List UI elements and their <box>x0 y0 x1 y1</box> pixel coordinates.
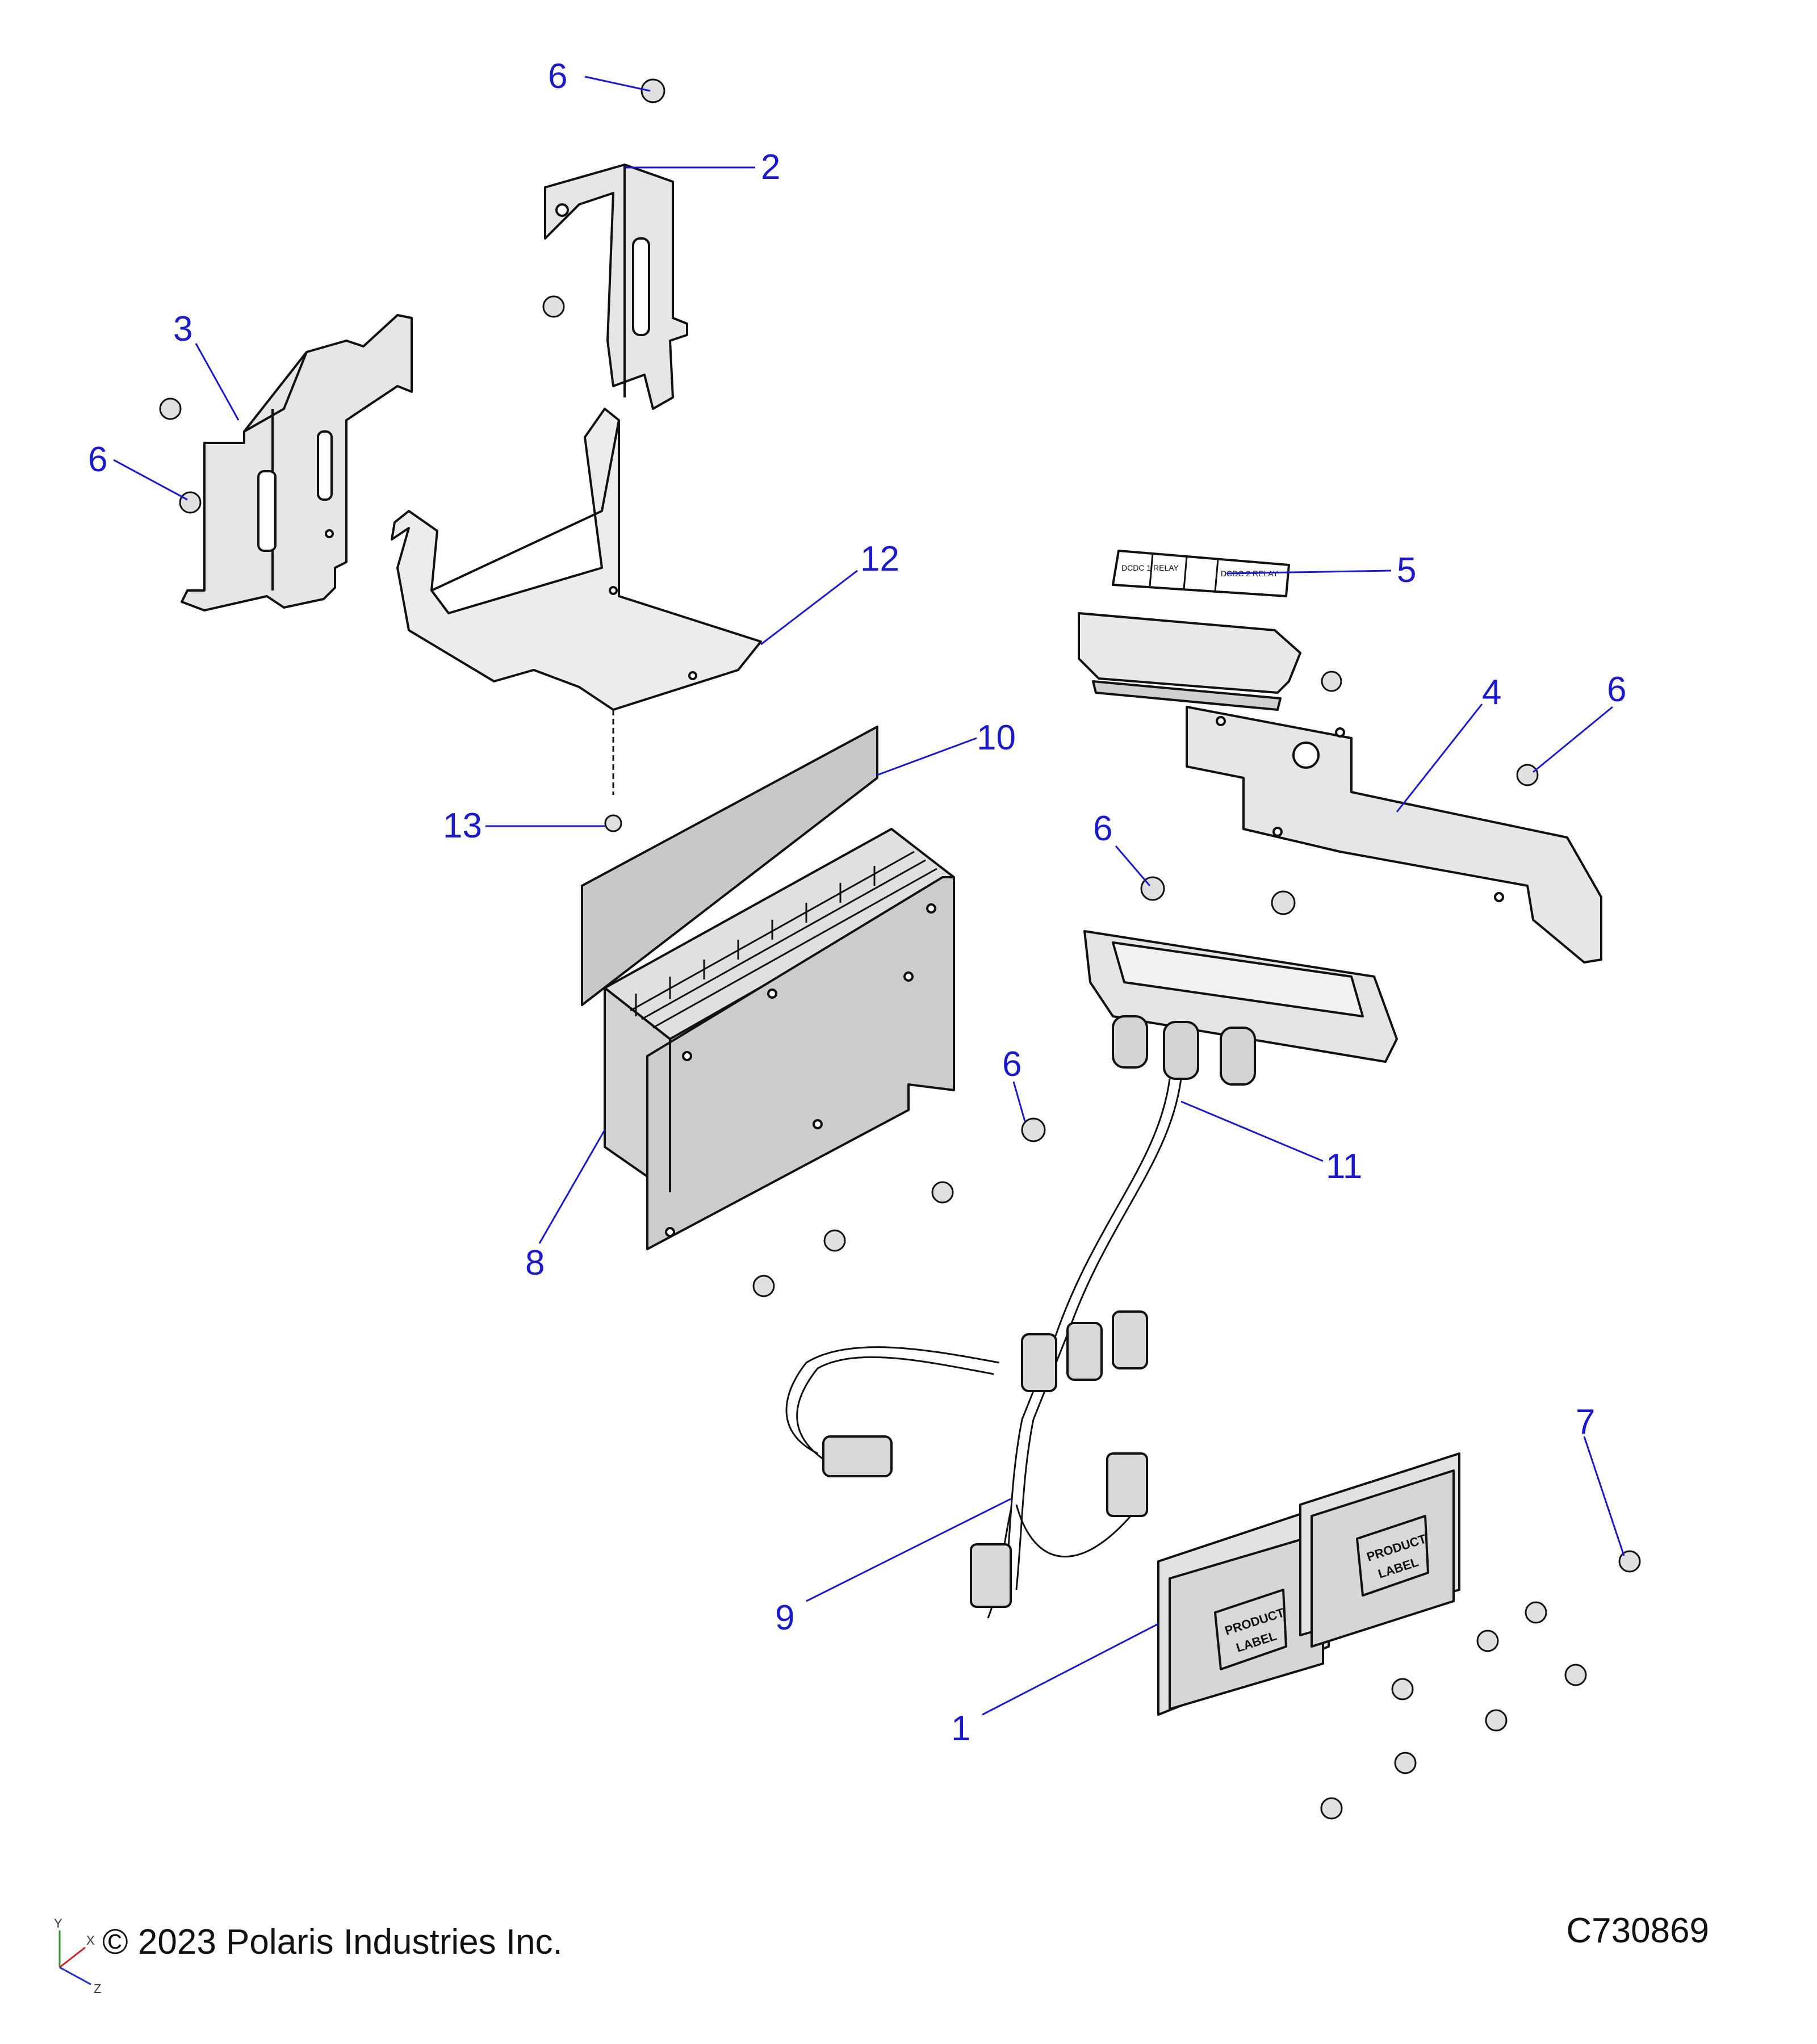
callout-9: 9 <box>775 1598 794 1637</box>
screw-13 <box>604 814 622 832</box>
part-4-relay-bracket <box>1186 706 1602 964</box>
callout-5: 5 <box>1397 551 1416 590</box>
bolt-6e <box>1021 1117 1046 1142</box>
callout-6c: 6 <box>1607 670 1626 709</box>
leader-lines <box>113 76 1625 1716</box>
fasteners <box>159 78 1641 1820</box>
bolt-1d <box>1391 1678 1414 1700</box>
axis-triad-icon: Y X Z <box>54 1916 101 1996</box>
bolt-1b <box>1476 1630 1499 1652</box>
relay-label-1: DCDC 1 RELAY <box>1121 563 1179 572</box>
heatsink-fins <box>630 851 937 1029</box>
callout-3: 3 <box>173 309 192 349</box>
bolt-6a <box>640 78 665 103</box>
callout-8: 8 <box>525 1243 545 1283</box>
bolt-1g <box>1320 1797 1343 1820</box>
callout-6b: 6 <box>88 440 107 479</box>
callout-12: 12 <box>860 539 899 579</box>
part-9-harness <box>785 1078 1182 1619</box>
bolt-6b <box>179 491 202 514</box>
part-12-tray <box>391 408 762 711</box>
callout-1: 1 <box>951 1709 970 1748</box>
callout-11: 11 <box>1326 1147 1362 1186</box>
bolt-8c <box>752 1275 775 1297</box>
callout-7: 7 <box>1576 1402 1595 1442</box>
callout-6e: 6 <box>1002 1045 1021 1084</box>
catalog-number: C730869 <box>1566 1911 1709 1950</box>
bolt-1a <box>1525 1601 1547 1624</box>
bolt-2-side <box>542 295 565 318</box>
callout-6a: 6 <box>548 57 567 96</box>
axis-y-label: Y <box>54 1916 62 1930</box>
bolt-relay-2 <box>1271 890 1296 915</box>
axis-z-label: Z <box>94 1982 101 1996</box>
axis-x-label: X <box>86 1933 95 1947</box>
callout-4: 4 <box>1482 673 1501 712</box>
bolt-6c <box>1516 764 1539 786</box>
part-2-bracket <box>544 164 688 410</box>
callout-10: 10 <box>977 718 1016 757</box>
bolt-3-upper <box>159 397 182 420</box>
part-5-relay-cover <box>1078 550 1301 711</box>
bolt-1c <box>1564 1664 1587 1686</box>
relay-box <box>1083 930 1398 1086</box>
copyright-notice: © 2023 Polaris Industries Inc. <box>102 1922 563 1962</box>
callout-2: 2 <box>761 148 780 187</box>
part-8-converter <box>604 828 955 1250</box>
part-3-bracket <box>181 314 413 611</box>
bolt-1f <box>1394 1752 1417 1774</box>
harness-connectors <box>822 1310 1148 1608</box>
bolt-relay-cover <box>1321 671 1342 692</box>
bolt-8b <box>823 1229 846 1252</box>
callout-6d: 6 <box>1093 809 1112 848</box>
bolt-1e <box>1485 1709 1508 1732</box>
bolt-8a <box>931 1181 954 1204</box>
part-1-modules <box>1157 1452 1460 1716</box>
callout-numbers: 6 2 3 6 12 5 4 6 10 13 6 6 11 8 7 9 1 <box>88 57 1626 1748</box>
part-10-pad <box>581 726 878 1006</box>
bolt-7 <box>1618 1550 1641 1573</box>
callout-13: 13 <box>443 806 482 845</box>
